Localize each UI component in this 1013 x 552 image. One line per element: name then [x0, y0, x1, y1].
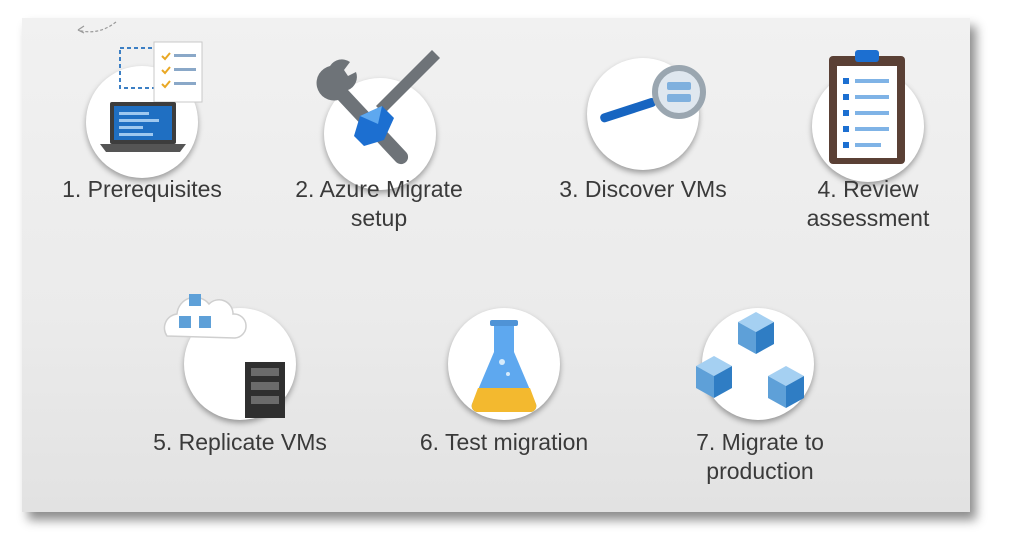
- step-4-label: 4. Review assessment: [806, 176, 930, 231]
- step-1-label: 1. Prerequisites: [62, 176, 222, 202]
- magnifier-icon: [600, 65, 706, 123]
- slide: 1. Prerequisites 2. Azure Migrate setup …: [22, 18, 970, 512]
- step-3-label: 3. Discover VMs: [559, 176, 727, 202]
- laptop-checklist-icon: [100, 41, 203, 152]
- step-6-label: 6. Test migration: [419, 429, 589, 455]
- cubes-icon: [696, 312, 804, 408]
- curved-arrow-icon: [77, 21, 117, 34]
- wrench-screwdriver-icon: [316, 50, 440, 165]
- clipboard-icon: [829, 50, 905, 164]
- flask-icon: [471, 320, 537, 413]
- cloud-server-icon: [163, 294, 285, 418]
- step-7-label: 7. Migrate to production: [696, 429, 824, 484]
- step-2-label: 2. Azure Migrate setup: [295, 176, 463, 231]
- step-5-label: 5. Replicate VMs: [153, 429, 327, 455]
